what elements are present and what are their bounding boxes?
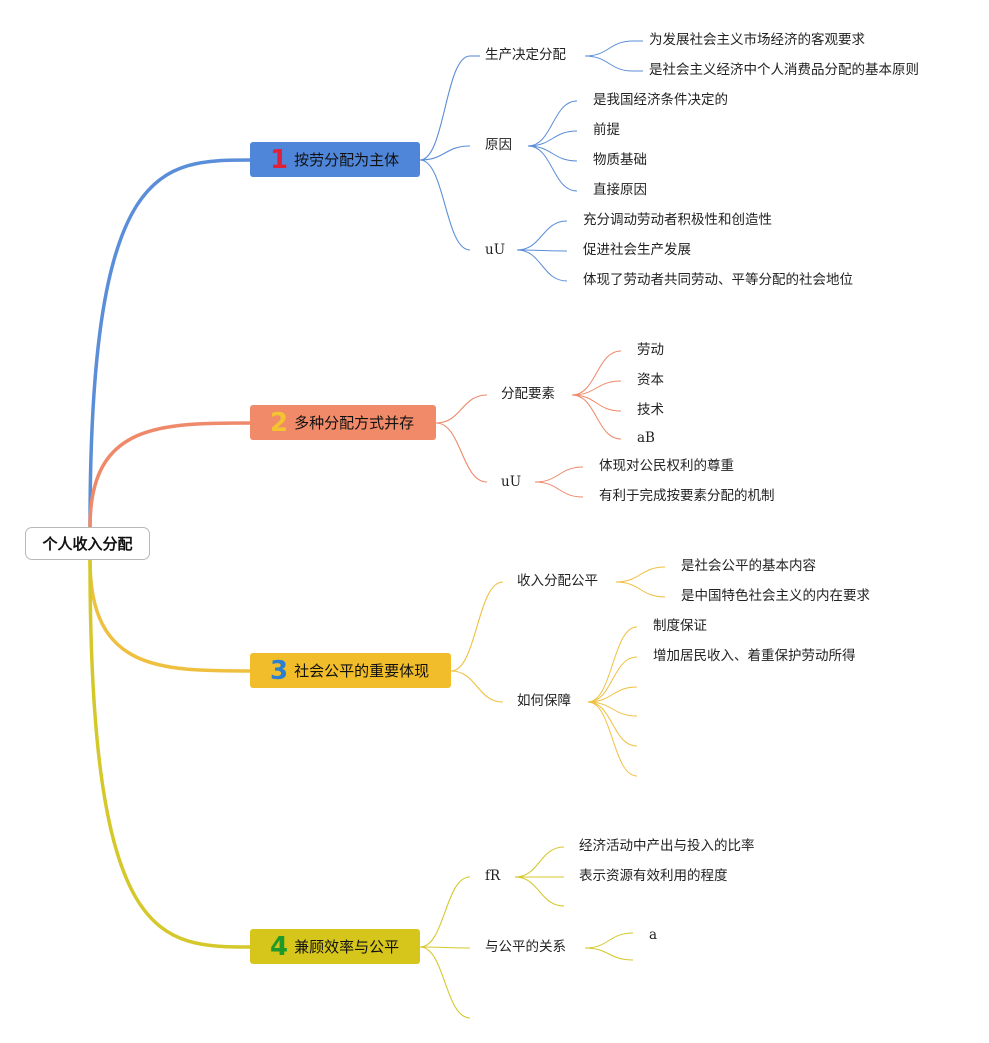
root-label: 个人收入分配 xyxy=(42,535,133,553)
subtopic-relation-with-fairness[interactable]: 与公平的关系 xyxy=(485,939,566,955)
branch-connector xyxy=(450,670,504,703)
subtopic-how-to-guarantee[interactable]: 如何保障 xyxy=(517,693,571,709)
leaf-connector xyxy=(571,394,622,412)
leaf-connector xyxy=(587,626,638,703)
root-connector xyxy=(88,158,253,528)
subtopic-significance[interactable]: uU xyxy=(485,242,506,258)
leaf-connector xyxy=(571,350,622,396)
leaf-text[interactable]: 是社会公平的基本内容 xyxy=(681,558,816,574)
leaf-connector xyxy=(527,145,578,162)
leaf-connector xyxy=(534,466,584,483)
leaf-connector xyxy=(615,566,666,583)
branch-connector xyxy=(419,946,471,949)
leaf-text[interactable]: 有利于完成按要素分配的机制 xyxy=(599,488,775,504)
subtopic-factors[interactable]: 分配要素 xyxy=(501,386,555,402)
leaf-text[interactable]: 资本 xyxy=(637,372,664,388)
root-connector xyxy=(88,559,253,949)
branch-connector xyxy=(419,145,471,161)
leaf-connector xyxy=(534,481,584,498)
root-connector xyxy=(88,421,253,528)
leaf-text[interactable]: 经济活动中产出与投入的比率 xyxy=(579,838,755,854)
topic-4-label: 兼顾效率与公平 xyxy=(294,938,400,956)
leaf-connector xyxy=(615,581,666,598)
leaf-connector xyxy=(516,249,568,282)
leaf-connector xyxy=(514,846,565,878)
leaf-connector xyxy=(584,40,634,57)
subtopic-significance-2[interactable]: uU xyxy=(501,474,522,490)
leaf-connector xyxy=(527,130,578,147)
topic-1-number: 1 xyxy=(270,144,289,175)
leaf-connector xyxy=(587,656,638,703)
branch-connector xyxy=(419,946,471,1019)
branch-connector xyxy=(419,55,471,161)
topic-2-label: 多种分配方式并存 xyxy=(294,414,415,432)
leaf-text[interactable]: 是中国特色社会主义的内在要求 xyxy=(681,588,870,604)
leaf-connector xyxy=(584,55,634,72)
leaf-connector xyxy=(516,249,568,252)
leaf-text[interactable]: 是我国经济条件决定的 xyxy=(593,92,728,108)
leaf-text[interactable]: 表示资源有效利用的程度 xyxy=(579,868,728,884)
subtopic-income-fairness[interactable]: 收入分配公平 xyxy=(517,573,598,589)
branch-connector xyxy=(450,581,504,672)
leaf-text[interactable]: a xyxy=(649,927,658,943)
topic-3-number: 3 xyxy=(270,655,289,686)
subtopic-efficiency[interactable]: fR xyxy=(485,868,501,884)
leaf-text[interactable]: 体现了劳动者共同劳动、平等分配的社会地位 xyxy=(583,272,853,288)
leaf-connector xyxy=(587,686,638,703)
leaf-text[interactable]: aB xyxy=(637,430,655,446)
leaf-connector xyxy=(587,701,638,777)
topic-3-label: 社会公平的重要体现 xyxy=(294,662,430,680)
leaf-text[interactable]: 体现对公民权利的尊重 xyxy=(599,458,734,474)
leaf-text[interactable]: 增加居民收入、着重保护劳动所得 xyxy=(653,648,856,664)
leaf-connector xyxy=(514,876,565,907)
branch-connector xyxy=(435,422,488,483)
topic-2-node[interactable]: 2 多种分配方式并存 xyxy=(250,405,436,440)
topic-4-node[interactable]: 4 兼顾效率与公平 xyxy=(250,929,420,964)
leaf-text[interactable]: 前提 xyxy=(593,122,620,138)
topic-2-number: 2 xyxy=(270,407,289,438)
leaf-text[interactable]: 促进社会生产发展 xyxy=(583,242,691,258)
leaf-text[interactable]: 劳动 xyxy=(637,342,664,358)
leaf-connector xyxy=(527,145,578,192)
leaf-text[interactable]: 物质基础 xyxy=(593,152,647,168)
leaf-text[interactable]: 制度保证 xyxy=(653,618,707,634)
leaf-connector xyxy=(584,932,634,949)
root-node[interactable]: 个人收入分配 xyxy=(25,527,150,560)
branch-connector xyxy=(419,876,471,948)
topic-1-node[interactable]: 1 按劳分配为主体 xyxy=(250,142,420,177)
branch-connector xyxy=(435,394,488,424)
leaf-text[interactable]: 技术 xyxy=(637,402,664,418)
leaf-connector xyxy=(571,380,622,396)
leaf-text[interactable]: 是社会主义经济中个人消费品分配的基本原则 xyxy=(649,62,919,78)
leaf-connector xyxy=(516,220,568,251)
leaf-text[interactable]: 为发展社会主义市场经济的客观要求 xyxy=(649,32,865,48)
leaf-connector xyxy=(571,394,622,440)
leaf-text[interactable]: 直接原因 xyxy=(593,182,647,198)
topic-3-node[interactable]: 3 社会公平的重要体现 xyxy=(250,653,451,688)
root-connector xyxy=(88,559,253,673)
subtopic-reason[interactable]: 原因 xyxy=(485,137,512,153)
topic-1-label: 按劳分配为主体 xyxy=(294,151,400,169)
leaf-connector xyxy=(587,701,638,747)
subtopic-production-decides[interactable]: 生产决定分配 xyxy=(485,47,566,63)
topic-4-number: 4 xyxy=(270,931,289,962)
leaf-connector xyxy=(527,100,578,147)
branch-connector xyxy=(419,159,471,251)
leaf-connector xyxy=(584,947,634,961)
leaf-text[interactable]: 充分调动劳动者积极性和创造性 xyxy=(583,212,772,228)
